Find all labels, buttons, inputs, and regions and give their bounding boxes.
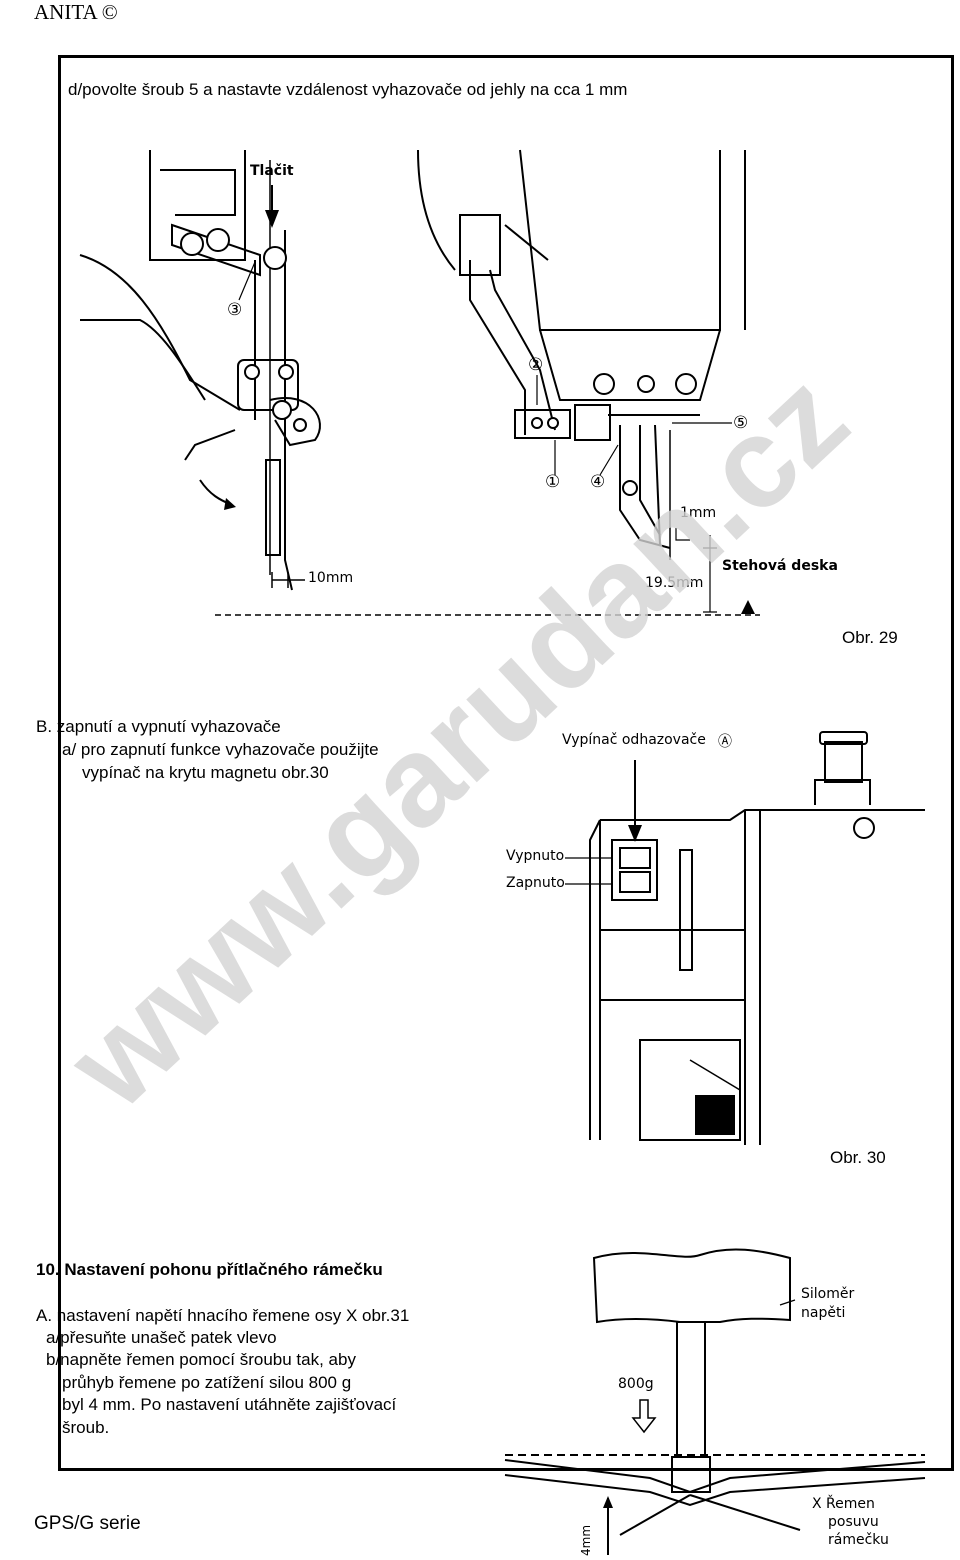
label-force-gauge: Siloměr <box>801 1286 855 1302</box>
section-b-title: B. zapnutí a vypnutí vyhazovače <box>36 717 281 736</box>
label-push: Tlačit <box>250 163 294 179</box>
header-brand: ANITA © <box>34 0 118 24</box>
label-stitch-plate: Stehová deska <box>722 558 838 574</box>
figure-30-caption: Obr. 30 <box>830 1148 886 1167</box>
section-10-line3: průhyb řemene po zatížení silou 800 g <box>62 1373 352 1392</box>
label-belt-2: posuvu <box>828 1514 879 1530</box>
label-on: Zapnuto <box>506 875 565 891</box>
section-10-a-title: A. nastavení napětí hnacího řemene osy X… <box>36 1306 410 1325</box>
label-800g: 800g <box>618 1376 654 1392</box>
part-3: ③ <box>227 300 243 320</box>
section-10-line4: byl 4 mm. Po nastavení utáhněte zajišťov… <box>62 1395 397 1414</box>
label-ejector-switch: Vypínač odhazovače <box>562 732 706 748</box>
footer-series: GPS/G serie <box>34 1513 141 1534</box>
label-4mm: 4mm <box>579 1524 593 1556</box>
label-off: Vypnuto <box>506 848 565 864</box>
step-d-text: d/povolte šroub 5 a nastavte vzdálenost … <box>68 80 628 99</box>
part-2: ② <box>528 355 544 375</box>
figure-29-drawing <box>79 149 760 616</box>
part-1: ① <box>545 472 561 492</box>
label-belt-3: rámečku <box>828 1532 889 1548</box>
label-a-marker: Ⓐ <box>718 734 732 750</box>
label-belt-1: X Řemen <box>812 1496 875 1512</box>
section-10-line1: a/přesuňte unašeč patek vlevo <box>46 1328 277 1347</box>
part-5: ⑤ <box>733 413 749 433</box>
section-b-line2: vypínač na krytu magnetu obr.30 <box>82 763 329 782</box>
section-10-line2: b/napněte řemen pomocí šroubu tak, aby <box>46 1350 356 1369</box>
label-19-5mm: 19.5mm <box>645 575 704 591</box>
figure-30-drawing <box>565 731 925 1145</box>
label-tension: napěti <box>801 1305 846 1321</box>
part-4: ④ <box>590 472 606 492</box>
figure-29-caption: Obr. 29 <box>842 628 898 647</box>
section-10-title: 10. Nastavení pohonu přítlačného rámečku <box>36 1260 383 1279</box>
section-10-line5: šroub. <box>62 1418 110 1437</box>
label-1mm: 1mm <box>680 505 717 521</box>
figure-31-drawing <box>504 1248 926 1555</box>
label-10mm: 10mm <box>308 570 354 586</box>
section-b-line1: a/ pro zapnutí funkce vyhazovače použijt… <box>62 740 379 759</box>
